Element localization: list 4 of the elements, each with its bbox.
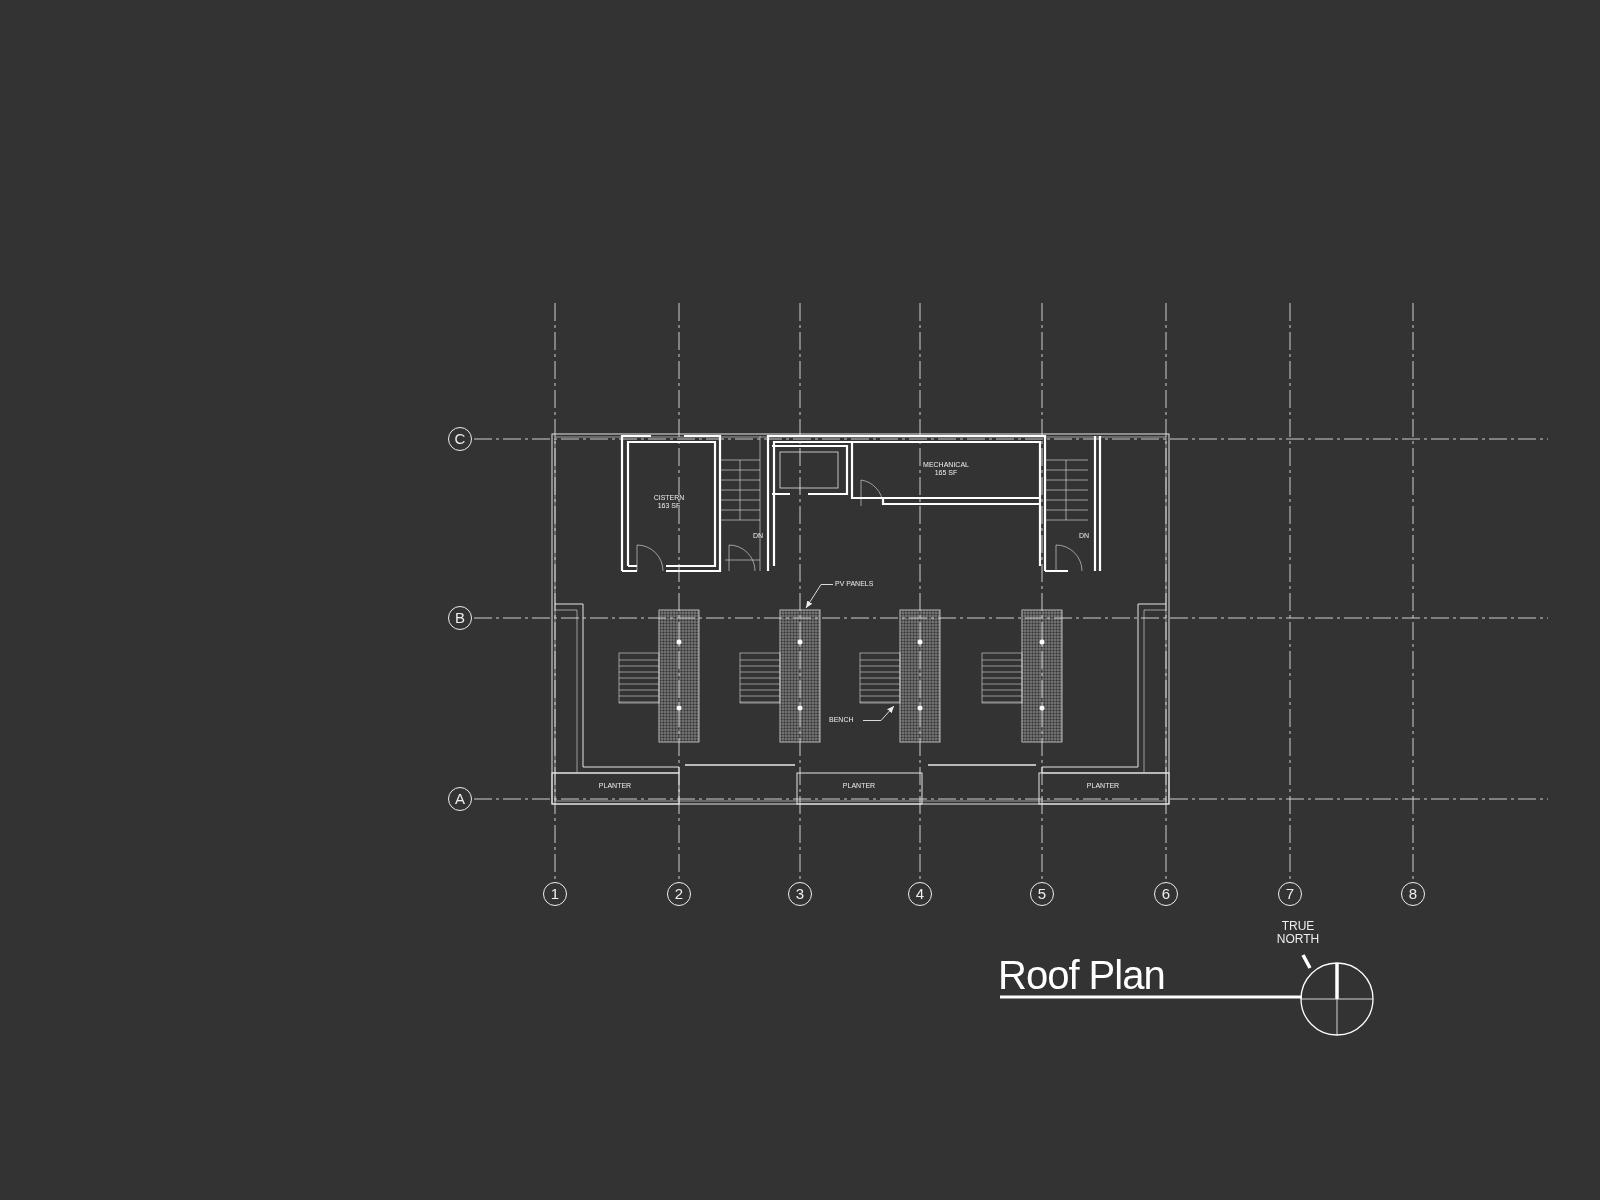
north-label: TRUE NORTH	[1275, 920, 1321, 946]
drawing-title: Roof Plan	[998, 953, 1165, 997]
pv-panel-array	[780, 610, 820, 742]
bench	[860, 653, 900, 703]
